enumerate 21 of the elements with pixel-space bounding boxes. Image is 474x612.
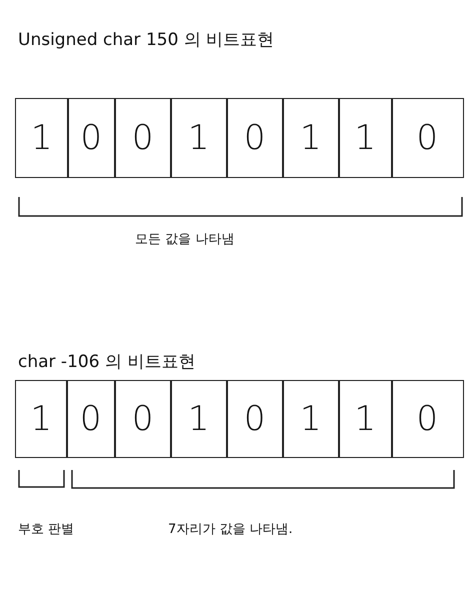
bit-cell: 1: [15, 380, 68, 458]
bit-cell: 0: [67, 98, 116, 178]
bracket-caption: 7자리가 값을 나타냄.: [168, 521, 293, 538]
bit-cell: 0: [226, 98, 284, 178]
bit-cell: 0: [226, 380, 284, 458]
bit-cell: 1: [338, 98, 392, 178]
bit-cell: 0: [391, 98, 464, 178]
bit-cell: 1: [170, 380, 228, 458]
title: char -106 의 비트표현: [18, 351, 196, 373]
bit-cell: 0: [114, 98, 172, 178]
bit-cell: 0: [66, 380, 116, 458]
bit-cell: 1: [338, 380, 392, 458]
bit-cell: 1: [15, 98, 68, 178]
bracket-caption: 모든 값을 나타냄: [135, 231, 234, 248]
bracket-caption: 부호 판별: [18, 521, 74, 538]
title: Unsigned char 150 의 비트표현: [18, 29, 274, 51]
bit-cell: 1: [282, 380, 340, 458]
bit-cell: 0: [391, 380, 464, 458]
bit-cell: 1: [170, 98, 228, 178]
bit-cell: 0: [114, 380, 172, 458]
bit-cell: 1: [282, 98, 340, 178]
